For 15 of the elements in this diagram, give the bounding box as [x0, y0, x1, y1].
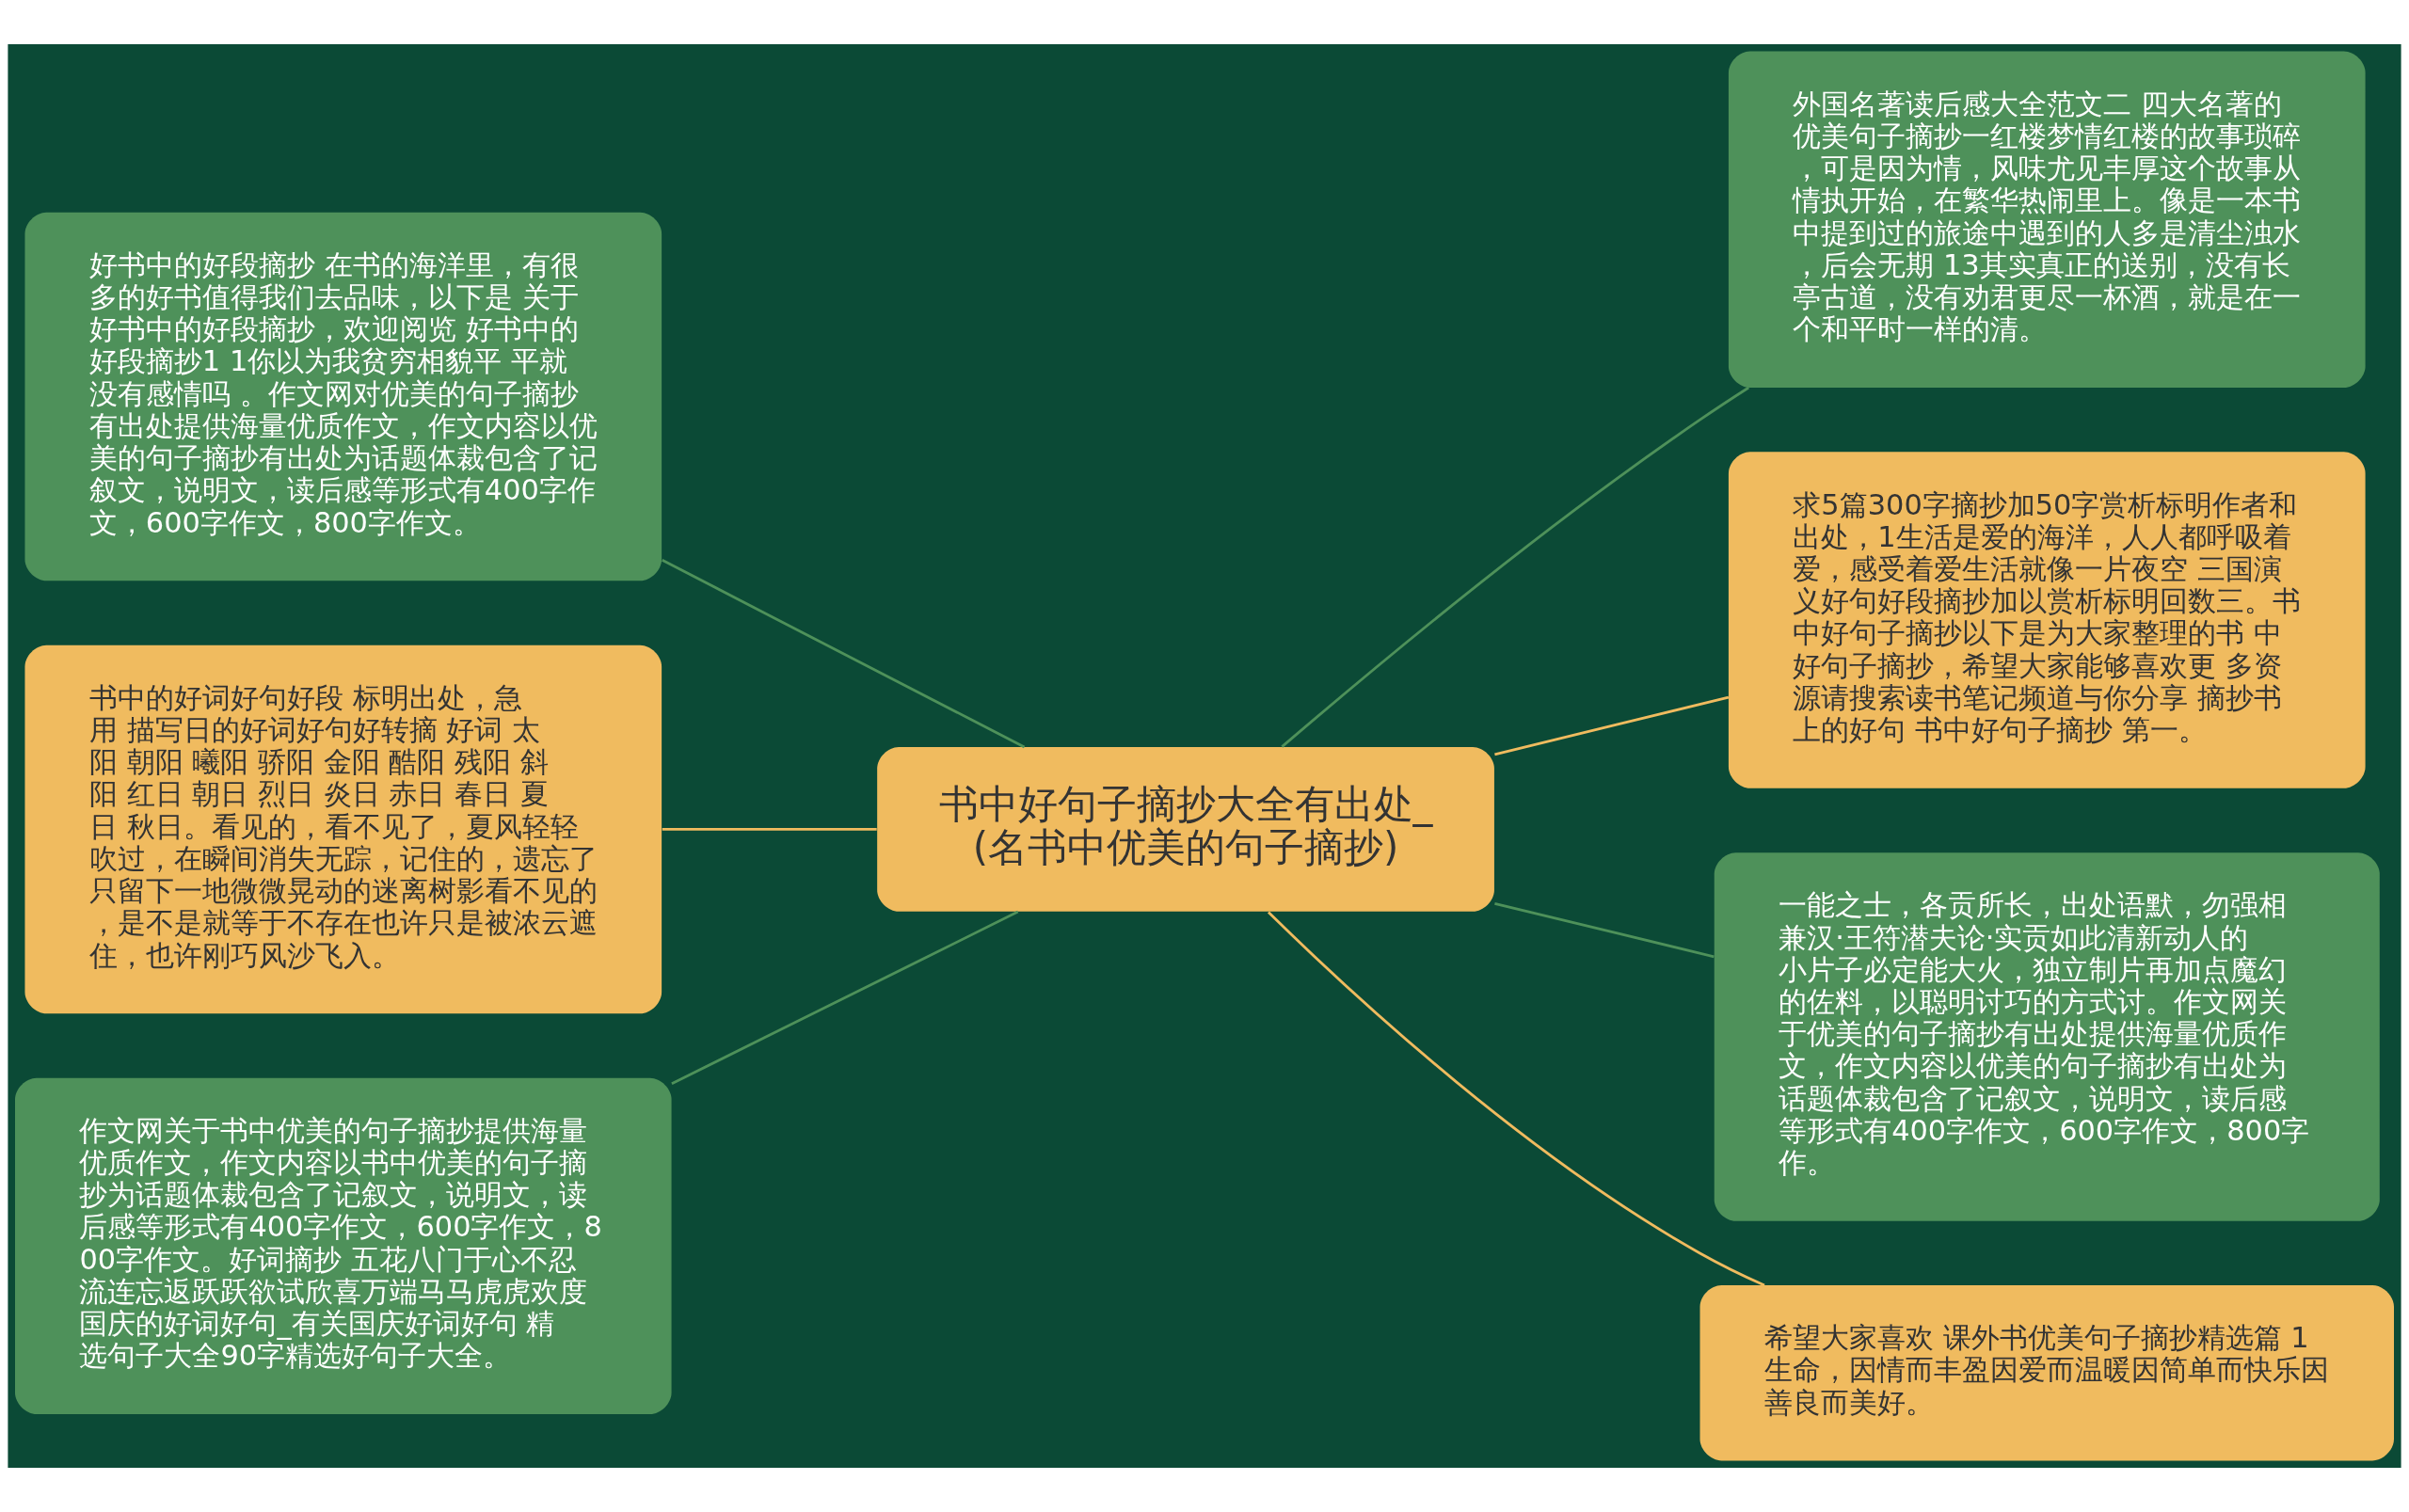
- connector: [662, 559, 1026, 749]
- connector: [1281, 386, 1749, 748]
- node-box: 书中的好词好句好段 标明出处，急用 描写日的好词好句好转摘 好词 太阳 朝阳 曦阳 骄阳 金阳 酷阳 残阳 斜阳 红日 朝日 烈日 炎日 赤日 春日 夏日 秋日。看见的，看不见了，夏风轻轻吹过，在瞬间消失无踪，记住的，遗忘了只留下一地微微晃动的迷离树影看不见的，是不是就等于不存在也许只是被浓云遮住，也许刚巧风沙飞入。: [24, 645, 662, 1014]
- connector: [662, 828, 877, 831]
- node-box: 求5篇300字摘抄加50字赏析标明作者和出处，1生活是爱的海洋，人人都呼吸着爱，感受着爱生活就像一片夜空 三国演义好句好段摘抄加以赏析标明回数三。书中好句子摘抄以下是为大家整理的书 中好句子摘抄，希望大家能够喜欢更 多资源请搜索读书笔记频道与你分享 摘抄书上的好句 书中好句子摘抄 第一。: [1728, 452, 2366, 788]
- connector: [671, 910, 1019, 1086]
- node-box: 书中好句子摘抄大全有出处_(名书中优美的句子摘抄): [877, 747, 1494, 912]
- node-box: 作文网关于书中优美的句子摘抄提供海量优质作文，作文内容以书中优美的句子摘抄为话题体裁包含了记叙文，说明文，读后感等形式有400字作文，600字作文，800字作文。好词摘抄 五花八门于心不忍流连忘返跃跃欲试欣喜万端马马虎虎欢度国庆的好词好句_有关国庆好词好句 精选句子大全90字精选好句子大全。: [15, 1077, 672, 1414]
- connector: [1494, 695, 1730, 756]
- node-box: 一能之士，各贡所长，出处语默，勿强相兼汉·王符潜夫论·实贡如此清新动人的小片子必定能大火，独立制片再加点魔幻的佐料，以聪明讨巧的方式讨。作文网关于优美的句子摘抄有出处提供海量优质作文，作文内容以优美的句子摘抄有出处为话题体裁包含了记叙文，说明文，读后感等形式有400字作文，600字作文，800字作。: [1714, 852, 2380, 1221]
- connector: [1494, 902, 1715, 959]
- node-box: 好书中的好段摘抄 在书的海洋里，有很多的好书值得我们去品味，以下是 关于好书中的好段摘抄，欢迎阅览 好书中的好段摘抄1 1你以为我贫穷相貌平 平就没有感情吗 。作文网对优美的句子摘抄有出处提供海量优质作文，作文内容以优美的句子摘抄有出处为话题体裁包含了记叙文，说明文，读后感等形式有400字作文，600字作文，800字作文。: [24, 212, 662, 581]
- node-box: 希望大家喜欢 课外书优美句子摘抄精选篇 1生命，因情而丰盈因爱而温暖因简单而快乐因善良而美好。: [1699, 1285, 2394, 1461]
- connector: [1267, 911, 1765, 1287]
- node-box: 外国名著读后感大全范文二 四大名著的优美句子摘抄一红楼梦情红楼的故事琐碎，可是因为情，风味尤见丰厚这个故事从情执开始，在繁华热闹里上。像是一本书中提到过的旅途中遇到的人多是清尘浊水，后会无期 13其实真正的送别，没有长亭古道，没有劝君更尽一杯酒，就是在一个和平时一样的清。: [1728, 51, 2366, 388]
